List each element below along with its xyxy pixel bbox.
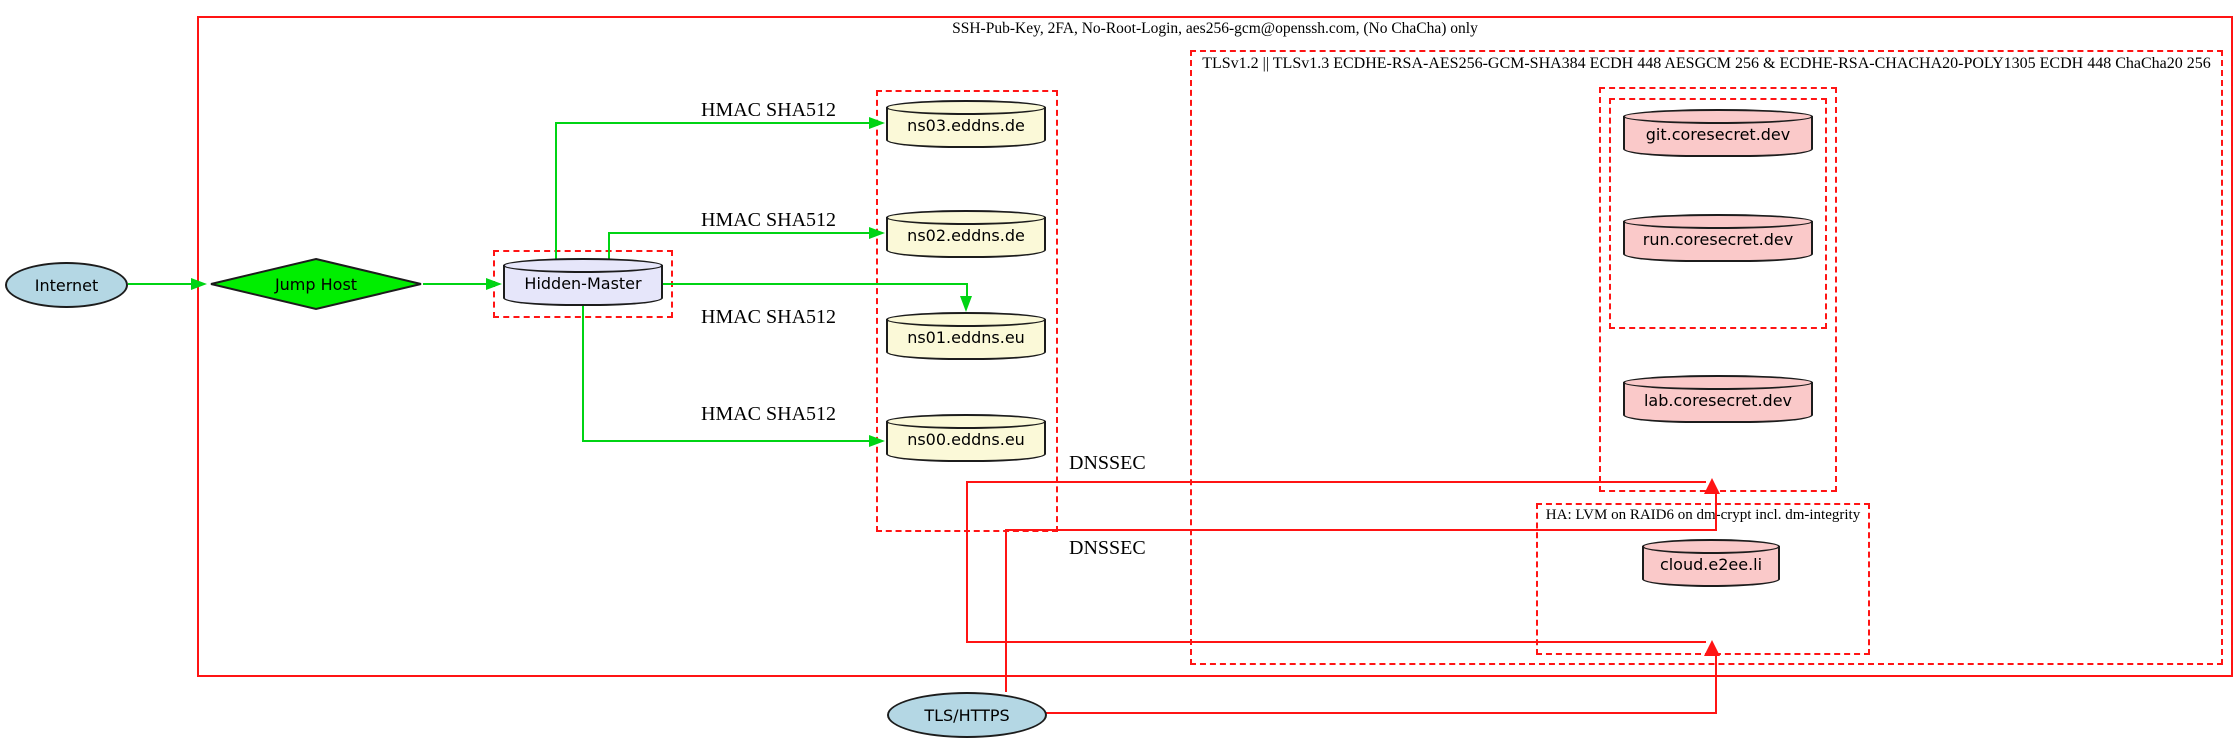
edge-dnssec-loop-v: [966, 481, 968, 643]
edge-hiddenmaster-ns01-v: [966, 283, 968, 297]
edge-hiddenmaster-ns03-h: [555, 122, 870, 124]
edge-hiddenmaster-ns00-h: [582, 440, 870, 442]
node-internet: Internet: [5, 262, 128, 308]
node-ns02: ns02.eddns.de: [886, 210, 1046, 258]
node-ns01-label: ns01.eddns.eu: [907, 328, 1025, 347]
edge-dnssec-upper-h: [966, 481, 1706, 483]
arrowhead-jumphost-hiddenmaster: [486, 278, 502, 290]
node-jump-host-label: Jump Host: [274, 274, 358, 294]
edge-hiddenmaster-ns01-h: [663, 283, 968, 285]
node-lab: lab.coresecret.dev: [1623, 375, 1813, 423]
edge-tls-cloud-h: [1046, 712, 1717, 714]
node-ns03-label: ns03.eddns.de: [907, 116, 1025, 135]
edge-hiddenmaster-ns00-v: [582, 306, 584, 442]
edge-jumphost-hiddenmaster: [423, 283, 487, 285]
node-ns01: ns01.eddns.eu: [886, 312, 1046, 360]
edge-tls-coresecret-h: [1005, 529, 1717, 531]
gitrun-cluster-box: [1609, 98, 1827, 329]
edge-label-dnssec-1: DNSSEC: [1069, 452, 1146, 474]
node-ns00: ns00.eddns.eu: [886, 414, 1046, 462]
node-hidden-master: Hidden-Master: [503, 258, 663, 306]
node-cloud-label: cloud.e2ee.li: [1659, 555, 1763, 574]
edge-label-hmac-2: HMAC SHA512: [701, 209, 837, 231]
edge-tls-coresecret-v2: [1715, 494, 1717, 531]
node-cloud: cloud.e2ee.li: [1642, 539, 1780, 587]
node-hidden-master-label: Hidden-Master: [524, 274, 642, 293]
node-ns00-label: ns00.eddns.eu: [907, 430, 1025, 449]
node-run: run.coresecret.dev: [1623, 214, 1813, 262]
arrowhead-ha-cluster: [1704, 640, 1720, 656]
edge-hiddenmaster-ns02-v: [608, 232, 610, 260]
arrowhead-ns02: [869, 227, 885, 239]
edge-label-hmac-3: HMAC SHA512: [701, 306, 837, 328]
edge-hiddenmaster-ns03-v: [555, 122, 557, 260]
ha-cluster-box: [1536, 503, 1870, 655]
ssh-cluster-label: SSH-Pub-Key, 2FA, No-Root-Login, aes256-…: [952, 20, 1478, 37]
node-internet-label: Internet: [34, 275, 99, 295]
jump-host-diamond-shape: [210, 257, 422, 311]
arrowhead-ns01: [960, 296, 972, 312]
edge-dnssec-lower-h: [966, 641, 1706, 643]
edge-label-hmac-1: HMAC SHA512: [701, 99, 837, 121]
tls-cluster-box: [1190, 50, 2223, 665]
node-ns02-label: ns02.eddns.de: [907, 226, 1025, 245]
ssh-cluster-box: [197, 16, 2233, 677]
arrowhead-ns03: [869, 117, 885, 129]
arrowhead-ns00: [869, 435, 885, 447]
node-lab-label: lab.coresecret.dev: [1643, 391, 1793, 410]
tls-cluster-label: TLSv1.2 || TLSv1.3 ECDHE-RSA-AES256-GCM-…: [1202, 55, 2211, 72]
edge-tls-cloud-v: [1715, 656, 1717, 714]
node-git: git.coresecret.dev: [1623, 109, 1813, 157]
edge-label-dnssec-2: DNSSEC: [1069, 537, 1146, 559]
ha-cluster-label: HA: LVM on RAID6 on dm-crypt incl. dm-in…: [1545, 507, 1861, 523]
edge-internet-jumphost: [128, 283, 192, 285]
node-ns03: ns03.eddns.de: [886, 100, 1046, 148]
arrowhead-internet-jumphost: [191, 278, 207, 290]
edge-hiddenmaster-ns02-h: [608, 232, 870, 234]
node-jump-host: Jump Host: [209, 257, 423, 311]
edge-label-hmac-4: HMAC SHA512: [701, 403, 837, 425]
node-git-label: git.coresecret.dev: [1645, 125, 1791, 144]
node-tls-https: TLS/HTTPS: [887, 692, 1047, 738]
node-tls-https-label: TLS/HTTPS: [924, 705, 1010, 725]
arrowhead-coresecret-cluster: [1704, 478, 1720, 494]
edge-tls-coresecret-v1: [1005, 530, 1007, 692]
node-run-label: run.coresecret.dev: [1642, 230, 1794, 249]
